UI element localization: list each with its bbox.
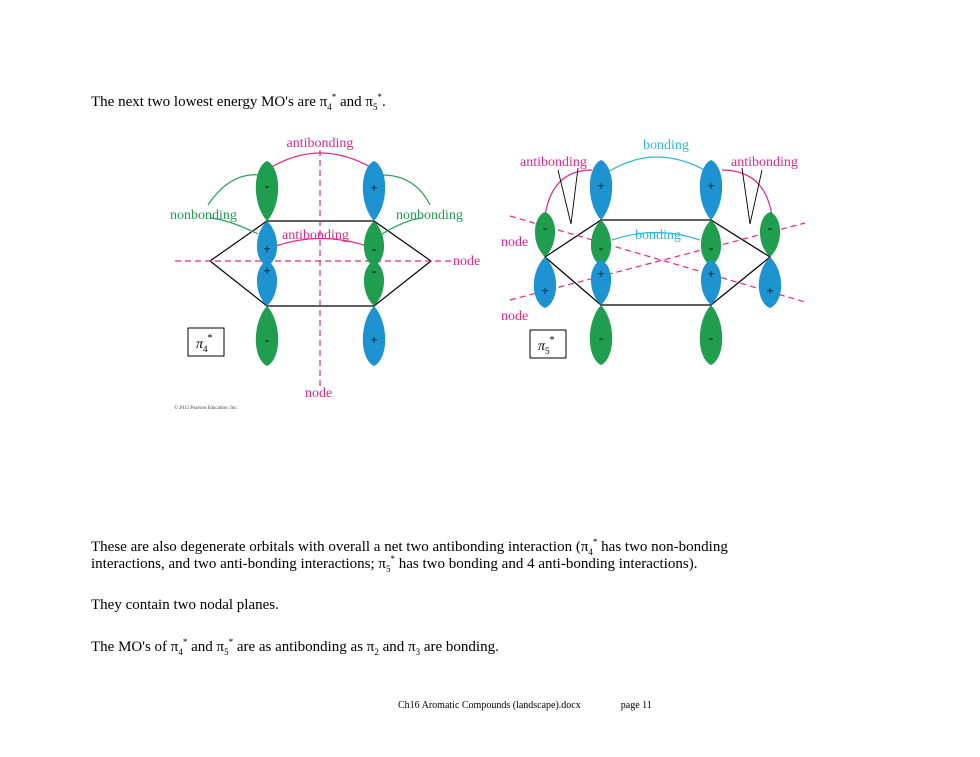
sign-plus: + <box>370 180 377 195</box>
degenerate-paragraph: These are also degenerate orbitals with … <box>91 537 728 574</box>
pi5-node-line-2 <box>509 222 806 301</box>
sign-plus: + <box>263 241 270 256</box>
pi5-bonding-inner-arc <box>611 231 701 241</box>
pi4-nonbonding-right-arc <box>381 174 431 206</box>
sign-plus: + <box>597 266 604 281</box>
mo-diagram-figure: - + + - + - - + antibonding nonbonding n… <box>170 136 806 411</box>
sign-plus: + <box>263 263 270 278</box>
pi4-nonbonding-left-arc2 <box>209 217 259 235</box>
pi5-antibonding-right-arc <box>721 169 773 217</box>
footer-page-number: page 11 <box>620 700 652 711</box>
label-antibonding-right: antibonding <box>731 155 798 170</box>
label-node-right: node <box>453 254 480 269</box>
label-node-bottom: node <box>305 386 332 401</box>
pi4-nonbonding-right-arc2 <box>381 217 423 235</box>
sign-minus: - <box>265 178 269 193</box>
sign-minus: - <box>599 330 603 345</box>
sign-minus: - <box>372 241 376 256</box>
pi4-diagram: - + + - + - - + antibonding nonbonding n… <box>170 136 480 411</box>
sign-minus: - <box>599 240 603 255</box>
pi4-label-box <box>187 327 225 357</box>
sign-plus: + <box>541 283 548 298</box>
sign-plus: + <box>707 178 714 193</box>
pi5-antibonding-left-arc <box>544 169 593 217</box>
pi5-node-line-1 <box>509 215 806 303</box>
pi4-nonbonding-left-arc <box>207 174 261 206</box>
mo-comparison-paragraph: The MO's of π4* and π5* are as antibondi… <box>91 637 499 657</box>
label-bonding: bonding <box>643 138 689 153</box>
footer-filename: Ch16 Aromatic Compounds (landscape).docx <box>398 700 581 711</box>
label-antibonding-left: antibonding <box>520 155 587 170</box>
sign-minus: - <box>768 220 772 235</box>
label-antibonding-inner: antibonding <box>282 228 349 243</box>
copyright-text: © 2013 Pearson Education, Inc. <box>174 405 238 411</box>
pi5-label-box <box>529 329 567 359</box>
pi5-antibonding-right-leader <box>741 167 763 225</box>
pi5-antibonding-left-leader <box>557 167 579 225</box>
sign-minus: - <box>709 330 713 345</box>
pi5-bonding-top-arc <box>607 156 709 173</box>
pi5-diagram: + + - - - - + + + + - - bonding antibond… <box>501 138 806 365</box>
nodal-planes-paragraph: They contain two nodal planes. <box>91 597 279 613</box>
sign-plus: + <box>370 332 377 347</box>
sign-plus: + <box>597 178 604 193</box>
pi4-antibonding-top-arc <box>269 152 373 169</box>
sign-minus: - <box>372 263 376 278</box>
sign-minus: - <box>709 240 713 255</box>
sign-minus: - <box>265 332 269 347</box>
pi4-antibonding-inner-arc <box>272 237 371 248</box>
intro-text: The next two lowest energy MO's are π4* … <box>91 92 386 112</box>
pi4-label: π4* <box>196 333 213 354</box>
sign-plus: + <box>766 283 773 298</box>
label-node-bottom: node <box>501 309 528 324</box>
label-bonding-inner: bonding <box>635 228 681 243</box>
degenerate-line-1: These are also degenerate orbitals with … <box>91 537 728 557</box>
sign-plus: + <box>707 266 714 281</box>
label-antibonding: antibonding <box>287 136 354 151</box>
label-nonbonding-left: nonbonding <box>170 208 237 223</box>
label-nonbonding-right: nonbonding <box>396 208 463 223</box>
pi5-label: π5* <box>538 335 555 356</box>
label-node-top: node <box>501 235 528 250</box>
sign-minus: - <box>543 220 547 235</box>
degenerate-line-2: interactions, and two anti-bonding inter… <box>91 554 698 574</box>
page-footer: Ch16 Aromatic Compounds (landscape).docx… <box>398 700 652 711</box>
